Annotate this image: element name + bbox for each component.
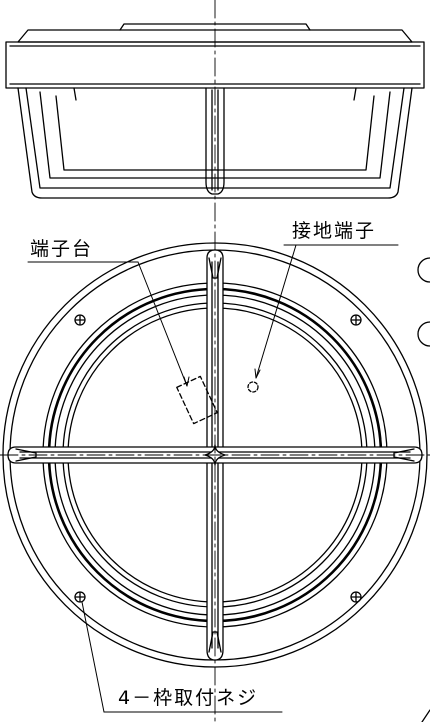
leader-terminal-block xyxy=(27,261,190,387)
label-ground-terminal: 接地端子 xyxy=(292,220,376,242)
frame-screw-top-right xyxy=(350,314,362,326)
leader-frame-screws xyxy=(81,601,283,713)
ground-terminal-hidden xyxy=(247,381,259,393)
frame-screw-bottom-right xyxy=(350,591,362,603)
frame-screw-top-left xyxy=(74,314,86,326)
label-terminal-block: 端子台 xyxy=(30,238,93,260)
label-frame-screws: 4－枠取付ネジ xyxy=(118,687,258,709)
frame-screw-bottom-left xyxy=(74,591,86,603)
terminal-block-hidden xyxy=(176,375,218,425)
leader-ground-terminal xyxy=(254,244,399,379)
side-view xyxy=(5,23,425,199)
